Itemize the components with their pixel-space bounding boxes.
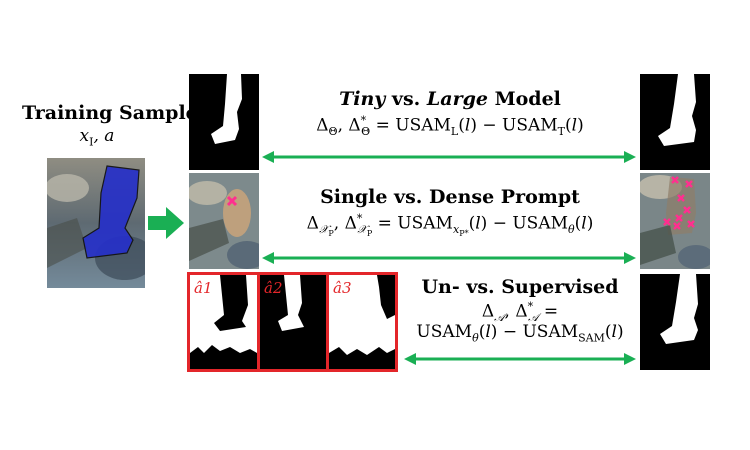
divider-1	[257, 275, 260, 369]
row1-arrow	[262, 149, 636, 165]
label-a1: â1	[194, 279, 213, 297]
main-arrow	[148, 205, 186, 241]
training-sample-subtitle: xI, a	[79, 126, 115, 149]
label-a2: â2	[264, 279, 283, 297]
mask-supervised	[640, 274, 710, 370]
row1-formula: ΔΘ, Δ*Θ = USAML(l) − USAMT(l)	[316, 114, 584, 139]
row2-title: Single vs. Dense Prompt	[320, 186, 580, 208]
row3-formula-line1: Δ𝒜, Δ*𝒜 =	[481, 300, 559, 325]
unsupervised-masks-box	[187, 272, 398, 372]
row3-formula-line2: USAMθ(l) − USAMSAM(l)	[416, 322, 624, 345]
mask-large-model	[640, 74, 710, 170]
training-sample-title: Training Sample	[22, 102, 198, 124]
row1-title: Tiny vs. Large Model	[339, 88, 561, 110]
row2-formula: Δ𝒳P, Δ*𝒳P = USAMxP*(l) − USAMθ(l)	[306, 212, 594, 239]
row3-title: Un- vs. Supervised	[421, 276, 619, 298]
mask-tiny-model	[189, 74, 259, 170]
training-sample-image	[47, 158, 145, 288]
mask-a1	[190, 275, 257, 369]
label-a3: â3	[333, 279, 352, 297]
divider-2	[326, 275, 329, 369]
row2-arrow	[262, 250, 636, 266]
row3-arrow	[404, 351, 636, 367]
image-dense-prompt	[640, 173, 710, 269]
mask-a3	[329, 275, 395, 369]
image-single-prompt	[189, 173, 259, 269]
mask-a2	[260, 275, 326, 369]
